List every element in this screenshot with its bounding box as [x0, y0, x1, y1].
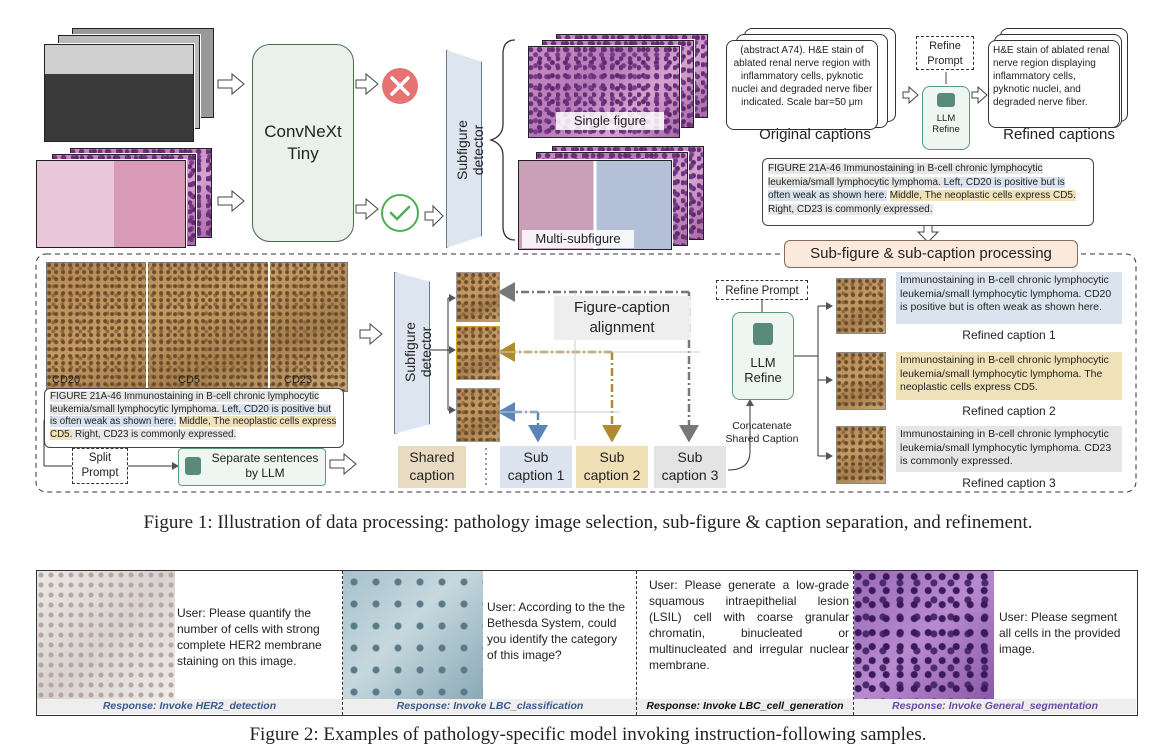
llm-refine-bottom-box: LLM Refine — [732, 312, 794, 400]
refine-prompt-top: Refine Prompt — [916, 36, 974, 70]
concatenate-label: Concatenate Shared Caption — [725, 420, 799, 445]
lbc-image — [343, 571, 483, 699]
panel-label-cd23: CD23 — [284, 374, 313, 386]
refined-captions-label: Refined captions — [1003, 126, 1115, 143]
figure-2: User: Please quantify the number of cell… — [36, 570, 1138, 716]
sub-caption-3-box: Sub caption 3 — [654, 446, 726, 488]
pathology-input-image — [36, 160, 186, 248]
llm-refine-bottom-label: LLM Refine — [744, 355, 782, 385]
panel-label-cd5: CD5 — [178, 374, 201, 386]
separate-sentences-box: Separate sentences by LLM — [178, 448, 326, 486]
panel-4-user: User: Please segment all cells in the pr… — [999, 610, 1121, 656]
refined-thumb-1 — [836, 278, 886, 334]
refined-output-2-label: Refined caption 2 — [962, 404, 1056, 418]
figure-1: ConvNeXt Tiny Subfigure detector Single … — [35, 28, 1137, 493]
caption-right-part-b: Right, CD23 is commonly expressed. — [72, 428, 237, 440]
refined-output-2-text: Immunostaining in B-cell chronic lymphoc… — [896, 352, 1122, 400]
separate-sentences-label: Separate sentences by LLM — [211, 451, 319, 480]
original-captions-label: Original captions — [759, 126, 871, 143]
cd-panel-image — [46, 262, 348, 392]
panel-2-response: Response: Invoke LBC_classification — [343, 699, 637, 714]
llm-refine-top-label: LLM Refine — [932, 113, 960, 135]
figure-caption-alignment-label: Figure-caption alignment — [554, 296, 690, 340]
panel-divider-1 — [342, 571, 343, 715]
original-caption-card: (abstract A74). H&E stain of ablated ren… — [726, 40, 878, 130]
figure-1-arrows — [35, 39, 1137, 493]
figure-2-caption: Figure 2: Examples of pathology-specific… — [249, 724, 927, 745]
panel-3-user: User: Please generate a low-grade squamo… — [649, 578, 849, 672]
refined-output-3-text: Immunostaining in B-cell chronic lymphoc… — [896, 426, 1122, 472]
figure-caption-card-bottom: FIGURE 21A-46 Immunostaining in B-cell c… — [44, 388, 344, 448]
figure-1-caption: Figure 1: Illustration of data processin… — [143, 512, 1033, 533]
refined-output-1-text: Immunostaining in B-cell chronic lymphoc… — [896, 272, 1122, 324]
panel-label-cd20: CD20 — [52, 374, 81, 386]
segmentation-image — [854, 571, 994, 699]
subfigure-thumb-2 — [456, 326, 500, 380]
cd-panel-divider-2 — [268, 262, 270, 390]
robot-icon — [185, 457, 201, 475]
subfigure-detector-top-label: Subfigure detector — [454, 120, 486, 180]
refined-output-1-label: Refined caption 1 — [962, 328, 1056, 342]
multi-subfigure-label: Multi-subfigure — [522, 230, 634, 248]
panel-divider-3 — [853, 571, 854, 715]
non-pathology-image — [44, 44, 194, 142]
processing-title: Sub-figure & sub-caption processing — [784, 240, 1078, 268]
panel-1-user: User: Please quantify the number of cell… — [177, 606, 322, 668]
refined-thumb-2 — [836, 352, 886, 410]
panel-divider-2 — [636, 571, 637, 715]
robot-icon — [753, 323, 773, 345]
subfigure-detector-bottom — [394, 272, 430, 434]
convnext-tiny-box: ConvNeXt Tiny — [252, 44, 354, 242]
subfigure-thumb-3 — [456, 388, 500, 442]
refine-prompt-bottom: Refine Prompt — [716, 280, 808, 300]
sub-caption-2-box: Sub caption 2 — [576, 446, 648, 488]
her2-image — [37, 571, 175, 699]
figure-caption-card-top: FIGURE 21A-46 Immunostaining in B-cell c… — [762, 158, 1094, 226]
subfigure-detector-bottom-label: Subfigure detector — [402, 322, 434, 382]
panel-2-user: User: According to the the Bethesda Syst… — [487, 600, 626, 662]
panel-1-response: Response: Invoke HER2_detection — [37, 699, 342, 714]
sub-caption-1-box: Sub caption 1 — [500, 446, 572, 488]
shared-caption-box: Shared caption — [398, 446, 466, 488]
panel-3-response: Response: Invoke LBC_cell_generation — [637, 699, 853, 714]
llm-refine-top-box: LLM Refine — [922, 86, 970, 150]
cd-panel-divider-1 — [146, 262, 148, 390]
single-figure-label: Single figure — [556, 112, 664, 130]
robot-icon — [937, 93, 955, 107]
refined-caption-card: H&E stain of ablated renal nerve region … — [988, 40, 1120, 128]
refined-output-3-label: Refined caption 3 — [962, 476, 1056, 490]
caption-right-part: Right, CD23 is commonly expressed. — [768, 203, 933, 215]
caption-middle-part: Middle, The neoplastic cells express CD5… — [889, 190, 1076, 201]
refined-thumb-3 — [836, 426, 886, 484]
split-prompt-box: Split Prompt — [72, 448, 128, 484]
panel-4-response: Response: Invoke General_segmentation — [854, 699, 1136, 714]
subfigure-thumb-1 — [456, 272, 500, 322]
